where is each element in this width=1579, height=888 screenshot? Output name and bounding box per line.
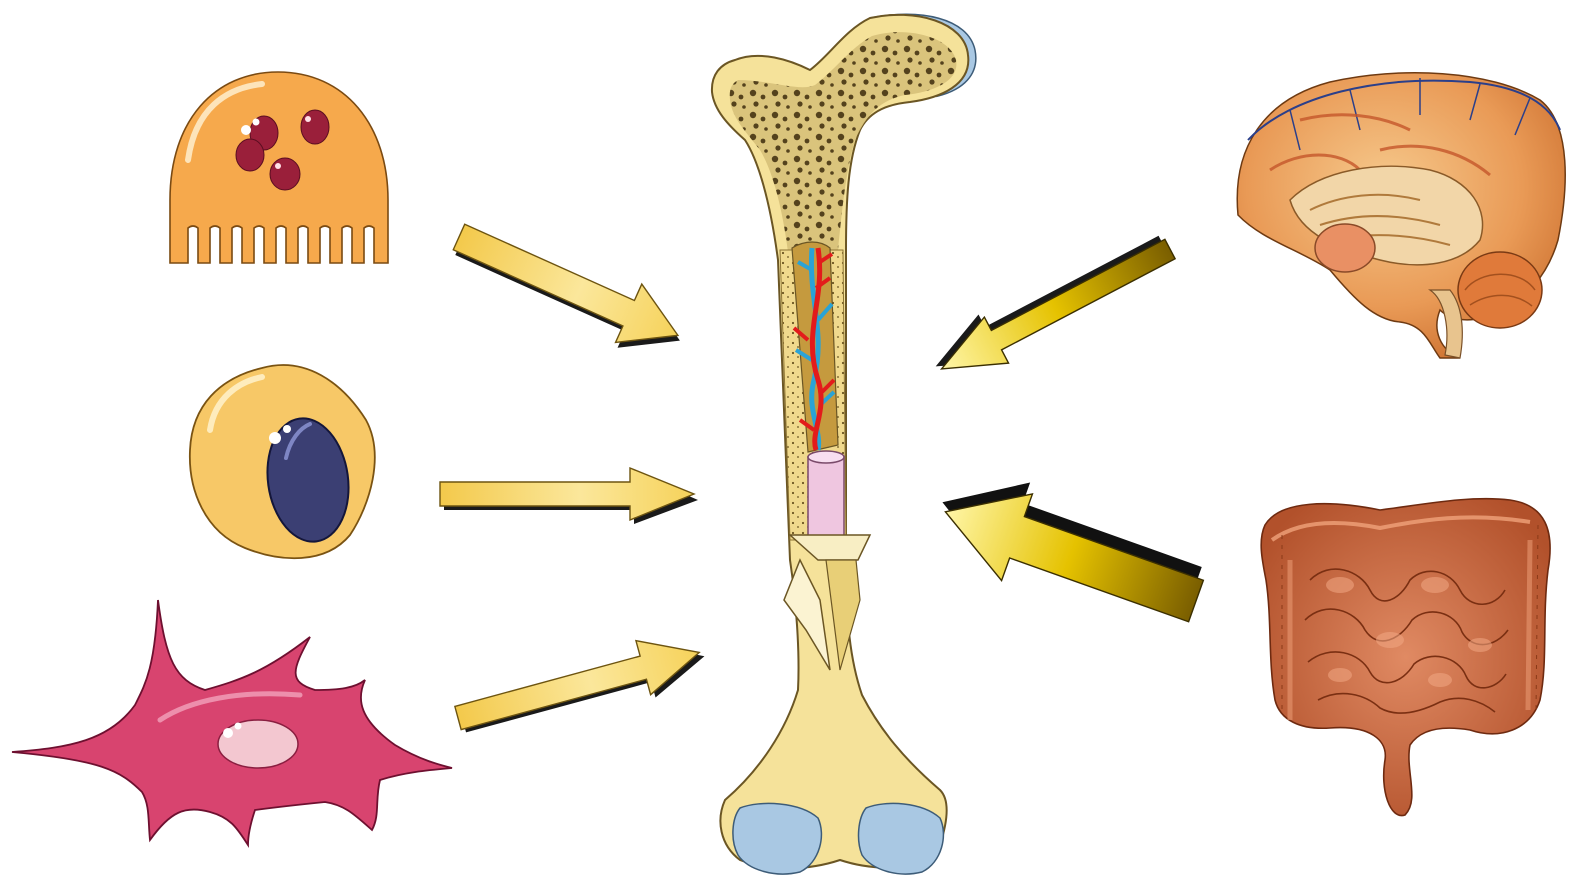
osteocyte-cell-icon xyxy=(190,365,375,558)
femur-bone-icon xyxy=(712,14,976,874)
arrow-osteoblast-to-bone xyxy=(451,624,712,748)
osteoblast-nucleus-icon xyxy=(218,720,298,768)
intestine-icon xyxy=(1261,499,1550,816)
arrow-brain-to-bone xyxy=(924,222,1182,394)
osteoclast-cell-icon xyxy=(170,72,388,263)
brain-icon xyxy=(1237,73,1565,358)
arrow-osteoclast-to-bone xyxy=(444,208,694,370)
arrow-intestine-to-bone xyxy=(924,457,1214,644)
osteoblast-cell-icon xyxy=(12,600,452,845)
arrow-osteocyte-to-bone xyxy=(440,468,698,524)
